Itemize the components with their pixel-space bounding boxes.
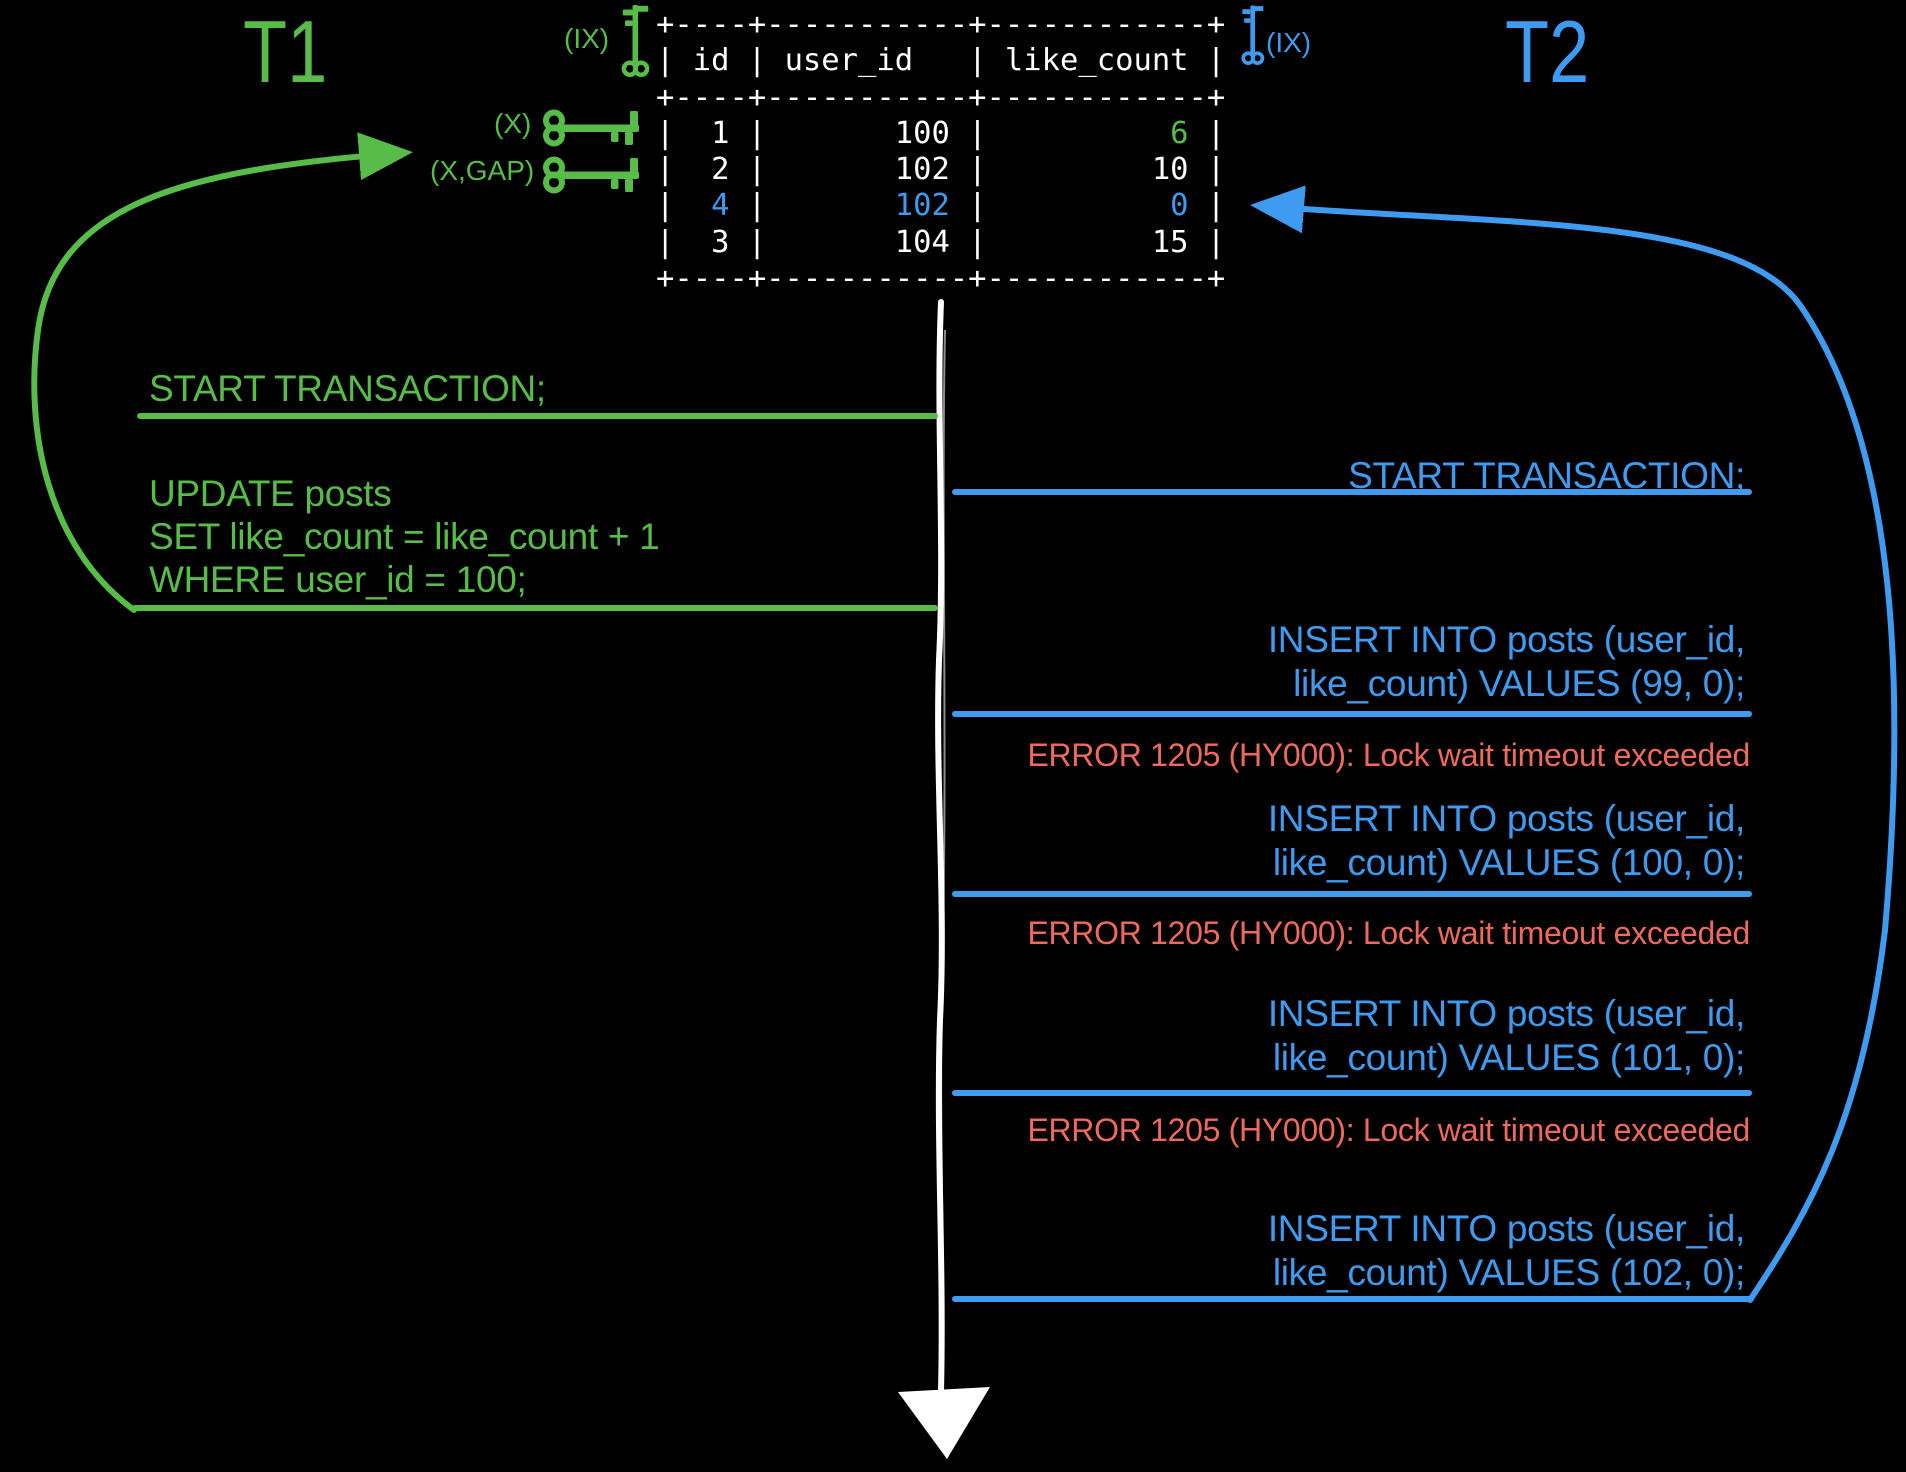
t2-insert-statement-102: INSERT INTO posts (user_id, like_count) … <box>1268 1207 1745 1295</box>
t2-insert-statement-99: INSERT INTO posts (user_id, like_count) … <box>1268 618 1745 706</box>
sql-line: like_count) VALUES (101, 0); <box>1272 1037 1745 1078</box>
sql-line: SET like_count = like_count + 1 <box>149 516 660 557</box>
timeline-arrowhead <box>898 1387 990 1459</box>
gap-lock-label: (X,GAP) <box>430 155 535 186</box>
sql-line: WHERE user_id = 100; <box>149 559 527 600</box>
table-row: | 3 | 104 | 15 | <box>656 224 1226 260</box>
gap-lock-key-icon <box>546 158 639 192</box>
t2-label: T2 <box>1505 2 1590 101</box>
lock-timeout-error: ERROR 1205 (HY000): Lock wait timeout ex… <box>1027 915 1750 951</box>
lock-timeout-error: ERROR 1205 (HY000): Lock wait timeout ex… <box>1027 737 1750 773</box>
t1-lock-acquired-arrow <box>31 132 413 613</box>
t1-start-underline <box>137 413 938 419</box>
timeline <box>898 299 990 1459</box>
table-border: +----+-----------+------------+ <box>656 7 1226 42</box>
table-separator: +----+-----------+------------+ <box>656 79 1226 115</box>
t2-blocked-insert-arrow <box>1250 185 1898 1303</box>
t1-intent-lock-label: (IX) <box>564 23 610 54</box>
sql-line: like_count) VALUES (99, 0); <box>1293 663 1745 704</box>
t1-update-statement: UPDATE posts SET like_count = like_count… <box>149 472 660 601</box>
t2-insert-underline <box>952 711 1752 717</box>
t2-table-intent-lock-key-icon <box>1240 3 1266 65</box>
t2-insert-statement-100: INSERT INTO posts (user_id, like_count) … <box>1268 797 1745 885</box>
sql-line: INSERT INTO posts (user_id, <box>1267 619 1745 660</box>
t1-intent-lock-key-icon <box>546 111 639 145</box>
t1-table-intent-lock-key-icon <box>623 5 649 75</box>
table-row: | 1 | 100 | 6 | <box>656 115 1226 151</box>
timeline-line <box>935 299 945 1395</box>
sql-line: like_count) VALUES (102, 0); <box>1272 1252 1745 1293</box>
table-row: | 4 | 102 | 0 | <box>656 188 1226 224</box>
timeline-line-sketch <box>940 329 946 1381</box>
t1-start-transaction-statement: START TRANSACTION; <box>149 368 546 409</box>
table-header: | id | user_id | like_count | <box>656 43 1226 79</box>
sql-line: INSERT INTO posts (user_id, <box>1267 798 1745 839</box>
t2-start-underline <box>952 489 1752 495</box>
t2-insert-statement-101: INSERT INTO posts (user_id, like_count) … <box>1268 992 1745 1080</box>
record-lock-label: (X) <box>494 108 532 139</box>
sql-line: INSERT INTO posts (user_id, <box>1267 993 1745 1034</box>
t2-intent-lock-label: (IX) <box>1266 27 1312 58</box>
t2-insert-underline <box>952 1090 1752 1096</box>
table-border: +----+-----------+------------+ <box>656 261 1226 297</box>
sql-line: UPDATE posts <box>149 473 392 514</box>
t1-label: T1 <box>243 2 328 101</box>
t2-insert-underline <box>952 891 1752 897</box>
sql-line: like_count) VALUES (100, 0); <box>1272 842 1745 883</box>
t2-insert-underline <box>952 1296 1754 1302</box>
t1-update-underline <box>132 605 938 611</box>
lock-timeout-error: ERROR 1205 (HY000): Lock wait timeout ex… <box>1027 1112 1750 1148</box>
posts-table: +----+-----------+------------+| id | us… <box>656 7 1225 297</box>
sql-line: INSERT INTO posts (user_id, <box>1267 1208 1745 1249</box>
table-row: | 2 | 102 | 10 | <box>656 152 1226 188</box>
